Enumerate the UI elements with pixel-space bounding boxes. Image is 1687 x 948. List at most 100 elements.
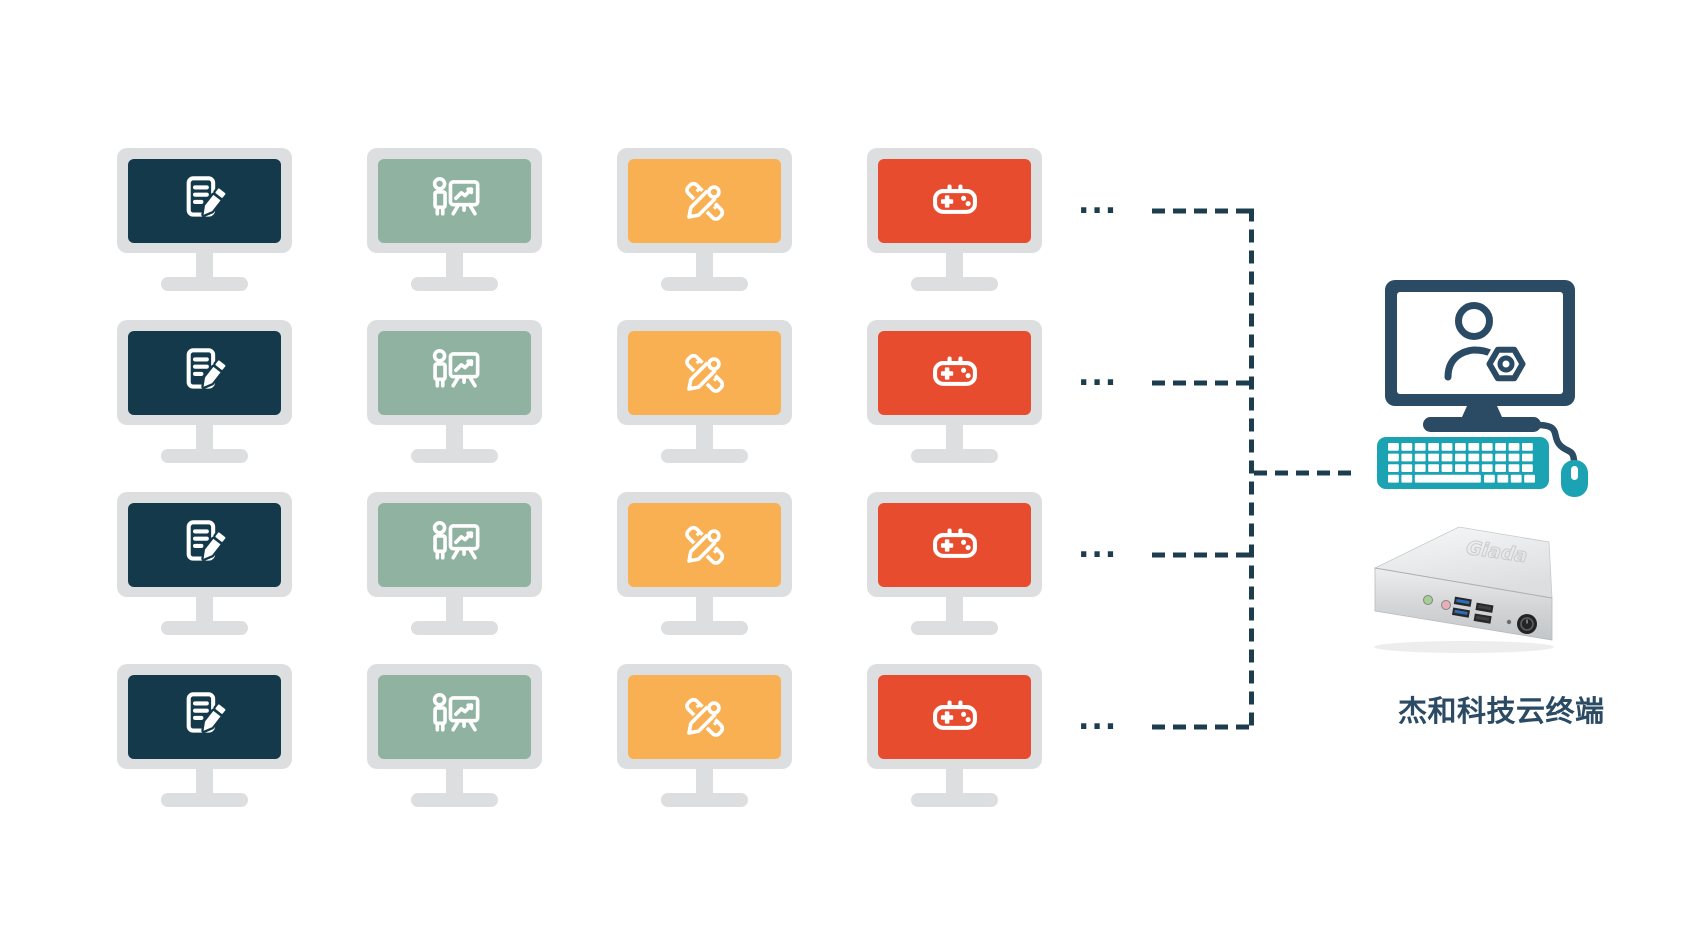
monitor-stand-base [411,449,498,463]
monitor-frame [617,320,792,425]
cloud-terminal-device: Giada [1373,526,1554,653]
presentation-icon [426,516,484,574]
admin-computer [1377,280,1588,497]
power-button [1517,614,1537,634]
monitor-stand [696,769,713,793]
monitor-stand-base [911,793,998,807]
monitor-stand [446,253,463,277]
document-edit-icon [176,172,234,230]
monitor-stand-base [911,621,998,635]
usb2-ports [1473,602,1494,624]
monitor-stand-base [661,793,748,807]
monitor-stand [446,425,463,449]
monitor-stand-base [661,621,748,635]
design-workstation-monitor [617,492,792,635]
design-tools-icon [676,688,734,746]
document-edit-icon [176,688,234,746]
mic-jack [1441,600,1451,610]
device-shadow [1374,641,1554,653]
monitor-stand-base [911,449,998,463]
monitor-stand [196,597,213,621]
monitor-stand [696,597,713,621]
monitor-screen [378,158,531,243]
presentation-workstation-monitor [367,664,542,807]
user-settings-icon [1444,302,1529,385]
admin-monitor-base [1423,417,1541,432]
presentation-workstation-monitor [367,320,542,463]
gaming-workstation-monitor [867,320,1042,463]
monitor-screen [878,674,1031,759]
monitor-stand-base [411,793,498,807]
monitor-stand-base [911,277,998,291]
document-edit-icon [176,344,234,402]
monitor-stand [196,253,213,277]
game-controller-icon [926,172,984,230]
monitor-stand-base [161,449,248,463]
document-workstation-monitor [117,664,292,807]
document-edit-icon [176,516,234,574]
monitor-stand-base [411,277,498,291]
monitor-frame [867,320,1042,425]
monitor-frame [367,320,542,425]
monitor-stand-base [661,449,748,463]
monitor-stand-base [161,621,248,635]
monitor-frame [117,148,292,253]
monitor-screen [128,502,281,587]
audio-out-jack [1423,595,1433,605]
monitor-stand [696,425,713,449]
design-workstation-monitor [617,320,792,463]
monitor-frame [867,492,1042,597]
monitor-frame [617,148,792,253]
row-ellipsis: ... [1078,702,1119,737]
document-workstation-monitor [117,492,292,635]
monitor-screen [128,158,281,243]
game-controller-icon [926,344,984,402]
presentation-icon [426,172,484,230]
game-controller-icon [926,688,984,746]
monitor-frame [867,664,1042,769]
monitor-frame [117,492,292,597]
monitor-stand [446,597,463,621]
design-tools-icon [676,516,734,574]
monitor-stand [696,253,713,277]
mouse-cable [1533,421,1578,466]
presentation-icon [426,344,484,402]
row-ellipsis: ... [1078,530,1119,565]
monitor-frame [367,492,542,597]
monitor-screen [878,158,1031,243]
monitor-stand [196,769,213,793]
monitor-frame [867,148,1042,253]
monitor-stand [946,253,963,277]
document-workstation-monitor [117,320,292,463]
gaming-workstation-monitor [867,492,1042,635]
monitor-screen [628,158,781,243]
monitor-frame [617,664,792,769]
monitor-screen [378,502,531,587]
monitor-frame [367,664,542,769]
design-tools-icon [676,344,734,402]
monitor-stand-base [161,793,248,807]
monitor-screen [378,674,531,759]
mouse-scroll-slot [1571,466,1578,480]
game-controller-icon [926,516,984,574]
monitor-screen [628,502,781,587]
design-workstation-monitor [617,664,792,807]
monitor-frame [117,320,292,425]
row-ellipsis: ... [1078,186,1119,221]
monitor-stand-base [411,621,498,635]
device-ports [1423,595,1537,634]
monitor-screen [628,330,781,415]
keyboard-keys [1388,443,1535,483]
monitor-stand-base [161,277,248,291]
document-workstation-monitor [117,148,292,291]
reset-hole [1506,619,1512,625]
monitor-stand [946,769,963,793]
presentation-workstation-monitor [367,492,542,635]
monitor-screen [878,502,1031,587]
monitor-screen [628,674,781,759]
monitor-stand [946,425,963,449]
gaming-workstation-monitor [867,664,1042,807]
monitor-stand [446,769,463,793]
monitor-screen [128,330,281,415]
